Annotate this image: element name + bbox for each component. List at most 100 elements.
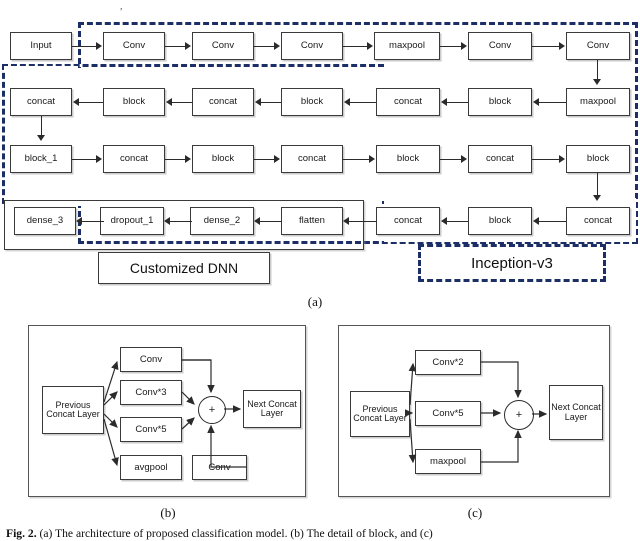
node-maxpool-r2[interactable]: maxpool [566,88,630,116]
arrow-line-r4-2 [170,220,192,222]
node-label: Next Concat Layer [247,398,297,418]
node-label: block [488,215,512,227]
node-label: Conv [211,40,235,52]
top-artifact-mark: , [120,1,123,12]
arrow-line-r1-1 [72,45,97,47]
node-concat-r4-2[interactable]: concat [566,207,630,235]
arrow-head-r2-4 [344,98,350,106]
arrow-line-r2-2 [172,101,192,103]
customized-dnn-frame [4,200,364,250]
b-node-conv3[interactable]: Conv*3 [120,380,182,405]
node-label: concat [298,153,326,165]
node-block-r3-2[interactable]: block [376,145,440,173]
arrow-line-r4-1 [82,220,104,222]
node-concat-r2-3[interactable]: concat [376,88,440,116]
node-label: dense_3 [26,215,64,227]
merge-symbol: + [515,409,523,421]
node-conv-3[interactable]: Conv [281,32,343,60]
arrow-line-r2-3 [261,101,281,103]
b-node-previous-concat[interactable]: Previous Concat Layer [42,386,104,434]
arrow-line-r1-4 [343,45,367,47]
inception-v3-label: Inception-v3 [471,254,553,272]
arrow-line-r1-3 [254,45,274,47]
node-label: Conv [488,40,512,52]
node-block-r4[interactable]: block [468,207,532,235]
node-conv-2[interactable]: Conv [192,32,254,60]
node-label: concat [584,215,612,227]
b-node-next-concat[interactable]: Next Concat Layer [243,390,301,428]
node-concat-r3-1[interactable]: concat [103,145,165,173]
arrow-head-r3-5 [461,155,467,163]
node-label: dropout_1 [110,215,154,227]
node-maxpool-1[interactable]: maxpool [374,32,440,60]
arrow-line-r3-5 [440,158,461,160]
arrow-head-r3-4 [369,155,375,163]
node-concat-r3-2[interactable]: concat [281,145,343,173]
node-block-1[interactable]: block_1 [10,145,72,173]
arrow-head-r4-6 [533,217,539,225]
arrow-head-r2-6 [533,98,539,106]
node-label: Conv*3 [135,386,167,398]
arrow-head-r1-5 [461,42,467,50]
node-label: dense_2 [203,215,241,227]
node-label: maxpool [580,96,616,108]
arrow-head-r4-4 [343,217,349,225]
c-node-previous-concat[interactable]: Previous Concat Layer [350,391,410,437]
c-merge-node: + [504,400,534,430]
node-label: flatten [299,215,325,227]
node-block-r2-2[interactable]: block [281,88,343,116]
node-block-r3-1[interactable]: block [192,145,254,173]
arrow-line-r3-4 [343,158,369,160]
node-flatten[interactable]: flatten [281,207,343,235]
node-concat-r2-2[interactable]: concat [192,88,254,116]
node-label: concat [486,153,514,165]
arrow-head-r2-1 [73,98,79,106]
arrow-line-r2-6 [539,101,566,103]
node-dropout-1[interactable]: dropout_1 [100,207,164,235]
c-node-conv5[interactable]: Conv*5 [415,401,481,426]
arrow-head-r3-down [593,195,601,201]
subcaption-b: (b) [160,505,176,520]
node-label: block [122,96,146,108]
node-label: Next Concat Layer [551,402,601,422]
arrow-head-r4-2 [164,217,170,225]
node-label: block [586,153,610,165]
arrow-head-r1-3 [274,42,280,50]
node-label: block_1 [24,153,58,165]
node-conv-5[interactable]: Conv [566,32,630,60]
node-conv-4[interactable]: Conv [468,32,532,60]
node-conv-1[interactable]: Conv [103,32,165,60]
node-label: Previous Concat Layer [46,399,100,419]
node-input[interactable]: Input [10,32,72,60]
arrow-head-r1-2 [185,42,191,50]
node-label: Conv [300,40,324,52]
node-block-r3-3[interactable]: block [566,145,630,173]
node-label: concat [209,96,237,108]
node-block-r2-3[interactable]: block [468,88,532,116]
node-label: Conv*2 [432,356,464,368]
node-block-r2-1[interactable]: block [103,88,165,116]
inception-v3-label-box: Inception-v3 [418,244,606,282]
node-dense-2[interactable]: dense_2 [190,207,254,235]
arrow-head-r4-1 [76,217,82,225]
node-label: concat [120,153,148,165]
b-node-avgpool[interactable]: avgpool [120,455,182,480]
b-node-conv5[interactable]: Conv*5 [120,417,182,442]
node-label: concat [394,215,422,227]
arrow-head-r2-3 [255,98,261,106]
node-concat-r2-1[interactable]: concat [10,88,72,116]
dash-mask-bottomline-left [4,198,382,206]
node-label: block [488,96,512,108]
arrow-line-r2-5 [447,101,468,103]
arrow-line-r4-6 [539,220,566,222]
c-node-next-concat[interactable]: Next Concat Layer [549,385,603,440]
c-node-conv2[interactable]: Conv*2 [415,350,481,375]
b-node-conv[interactable]: Conv [120,347,182,372]
node-concat-r3-3[interactable]: concat [468,145,532,173]
arrow-line-r3-1 [72,158,97,160]
node-label: concat [27,96,55,108]
customized-dnn-label: Customized DNN [129,260,239,276]
node-label: maxpool [389,40,425,52]
node-dense-3[interactable]: dense_3 [14,207,76,235]
